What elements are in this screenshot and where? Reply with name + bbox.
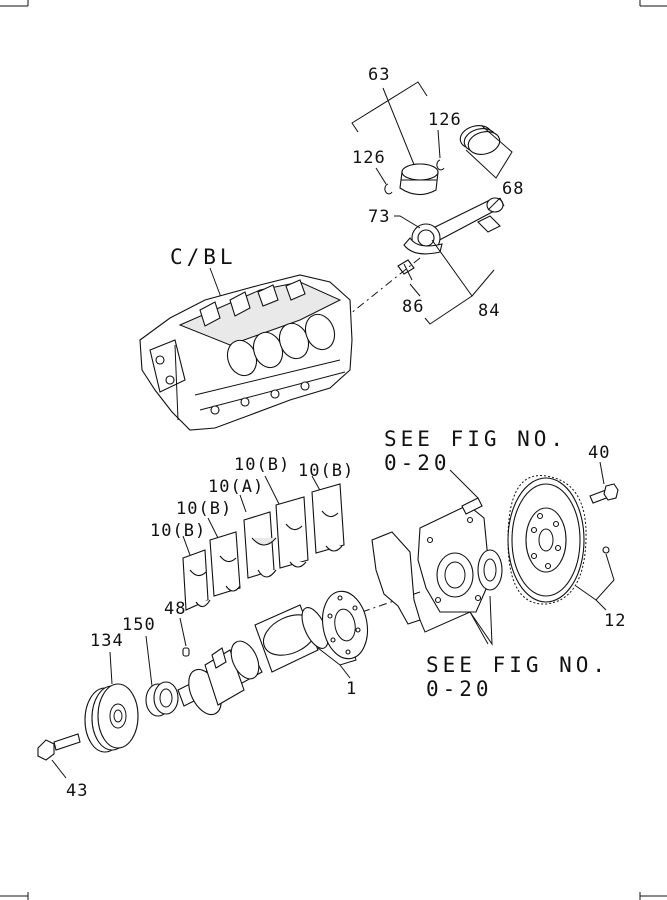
snap-ring-right[interactable] xyxy=(436,159,445,171)
label-see-fig-bottom-2: 0-20 xyxy=(426,677,493,701)
front-seal[interactable] xyxy=(477,549,503,591)
label-bearing-a: 10(A) xyxy=(208,477,264,497)
connecting-rod[interactable] xyxy=(403,197,505,255)
label-conrod: 84 xyxy=(478,301,500,321)
main-bearing-4[interactable] xyxy=(275,496,309,569)
main-bearings xyxy=(182,475,345,611)
crank-gear[interactable] xyxy=(145,681,179,717)
cover-bolt[interactable] xyxy=(461,497,483,515)
front-cover[interactable] xyxy=(371,504,491,625)
main-bearing-2[interactable] xyxy=(209,531,241,597)
label-see-fig-bottom-1: SEE FIG NO. xyxy=(426,653,609,677)
flywheel[interactable] xyxy=(507,475,587,605)
pulley-bolt[interactable] xyxy=(37,733,81,761)
crank-key[interactable] xyxy=(182,647,190,657)
label-bearing-b3: 10(B) xyxy=(298,461,354,481)
snap-ring-left[interactable] xyxy=(384,183,393,195)
label-bearing-b2: 10(B) xyxy=(176,499,232,519)
main-bearing-3[interactable] xyxy=(243,511,277,579)
label-bearing-upper: 73 xyxy=(368,207,390,227)
piston[interactable] xyxy=(399,163,439,196)
reluctor-ring[interactable] xyxy=(317,588,372,663)
label-key: 48 xyxy=(164,599,186,619)
piston-rings[interactable] xyxy=(458,122,503,158)
label-piston: 63 xyxy=(368,65,390,85)
label-bearing-b4: 10(B) xyxy=(234,455,290,475)
main-bearing-1[interactable] xyxy=(182,549,211,611)
conrod-bolt[interactable] xyxy=(397,259,415,281)
crankshaft[interactable] xyxy=(177,604,333,720)
label-pulley: 134 xyxy=(90,631,124,651)
flywheel-pin[interactable] xyxy=(602,546,610,554)
label-flywheel-bolt: 40 xyxy=(588,443,610,463)
label-flywheel: 12 xyxy=(604,611,626,631)
cylinder-block[interactable] xyxy=(139,267,353,431)
piston-group xyxy=(329,81,513,331)
label-cylinder-block: C/BL xyxy=(170,245,237,269)
label-see-fig-top-2: 0-20 xyxy=(384,451,451,475)
label-snap-ring-right: 126 xyxy=(428,110,462,130)
label-crankshaft: 1 xyxy=(346,679,357,699)
main-bearing-5[interactable] xyxy=(311,483,345,554)
label-snap-ring-left: 126 xyxy=(352,148,386,168)
label-gear: 150 xyxy=(122,615,156,635)
crank-pulley[interactable] xyxy=(84,683,139,753)
label-conrod-bolt: 86 xyxy=(402,297,424,317)
flywheel-bolt[interactable] xyxy=(589,483,619,504)
label-bearing-b1: 10(B) xyxy=(150,521,206,541)
label-pulley-bolt: 43 xyxy=(66,781,88,801)
labels: 63 126 126 68 73 C/BL 86 84 SEE FIG NO. … xyxy=(66,65,626,801)
label-see-fig-top-1: SEE FIG NO. xyxy=(384,427,567,451)
label-piston-rings: 68 xyxy=(502,179,524,199)
